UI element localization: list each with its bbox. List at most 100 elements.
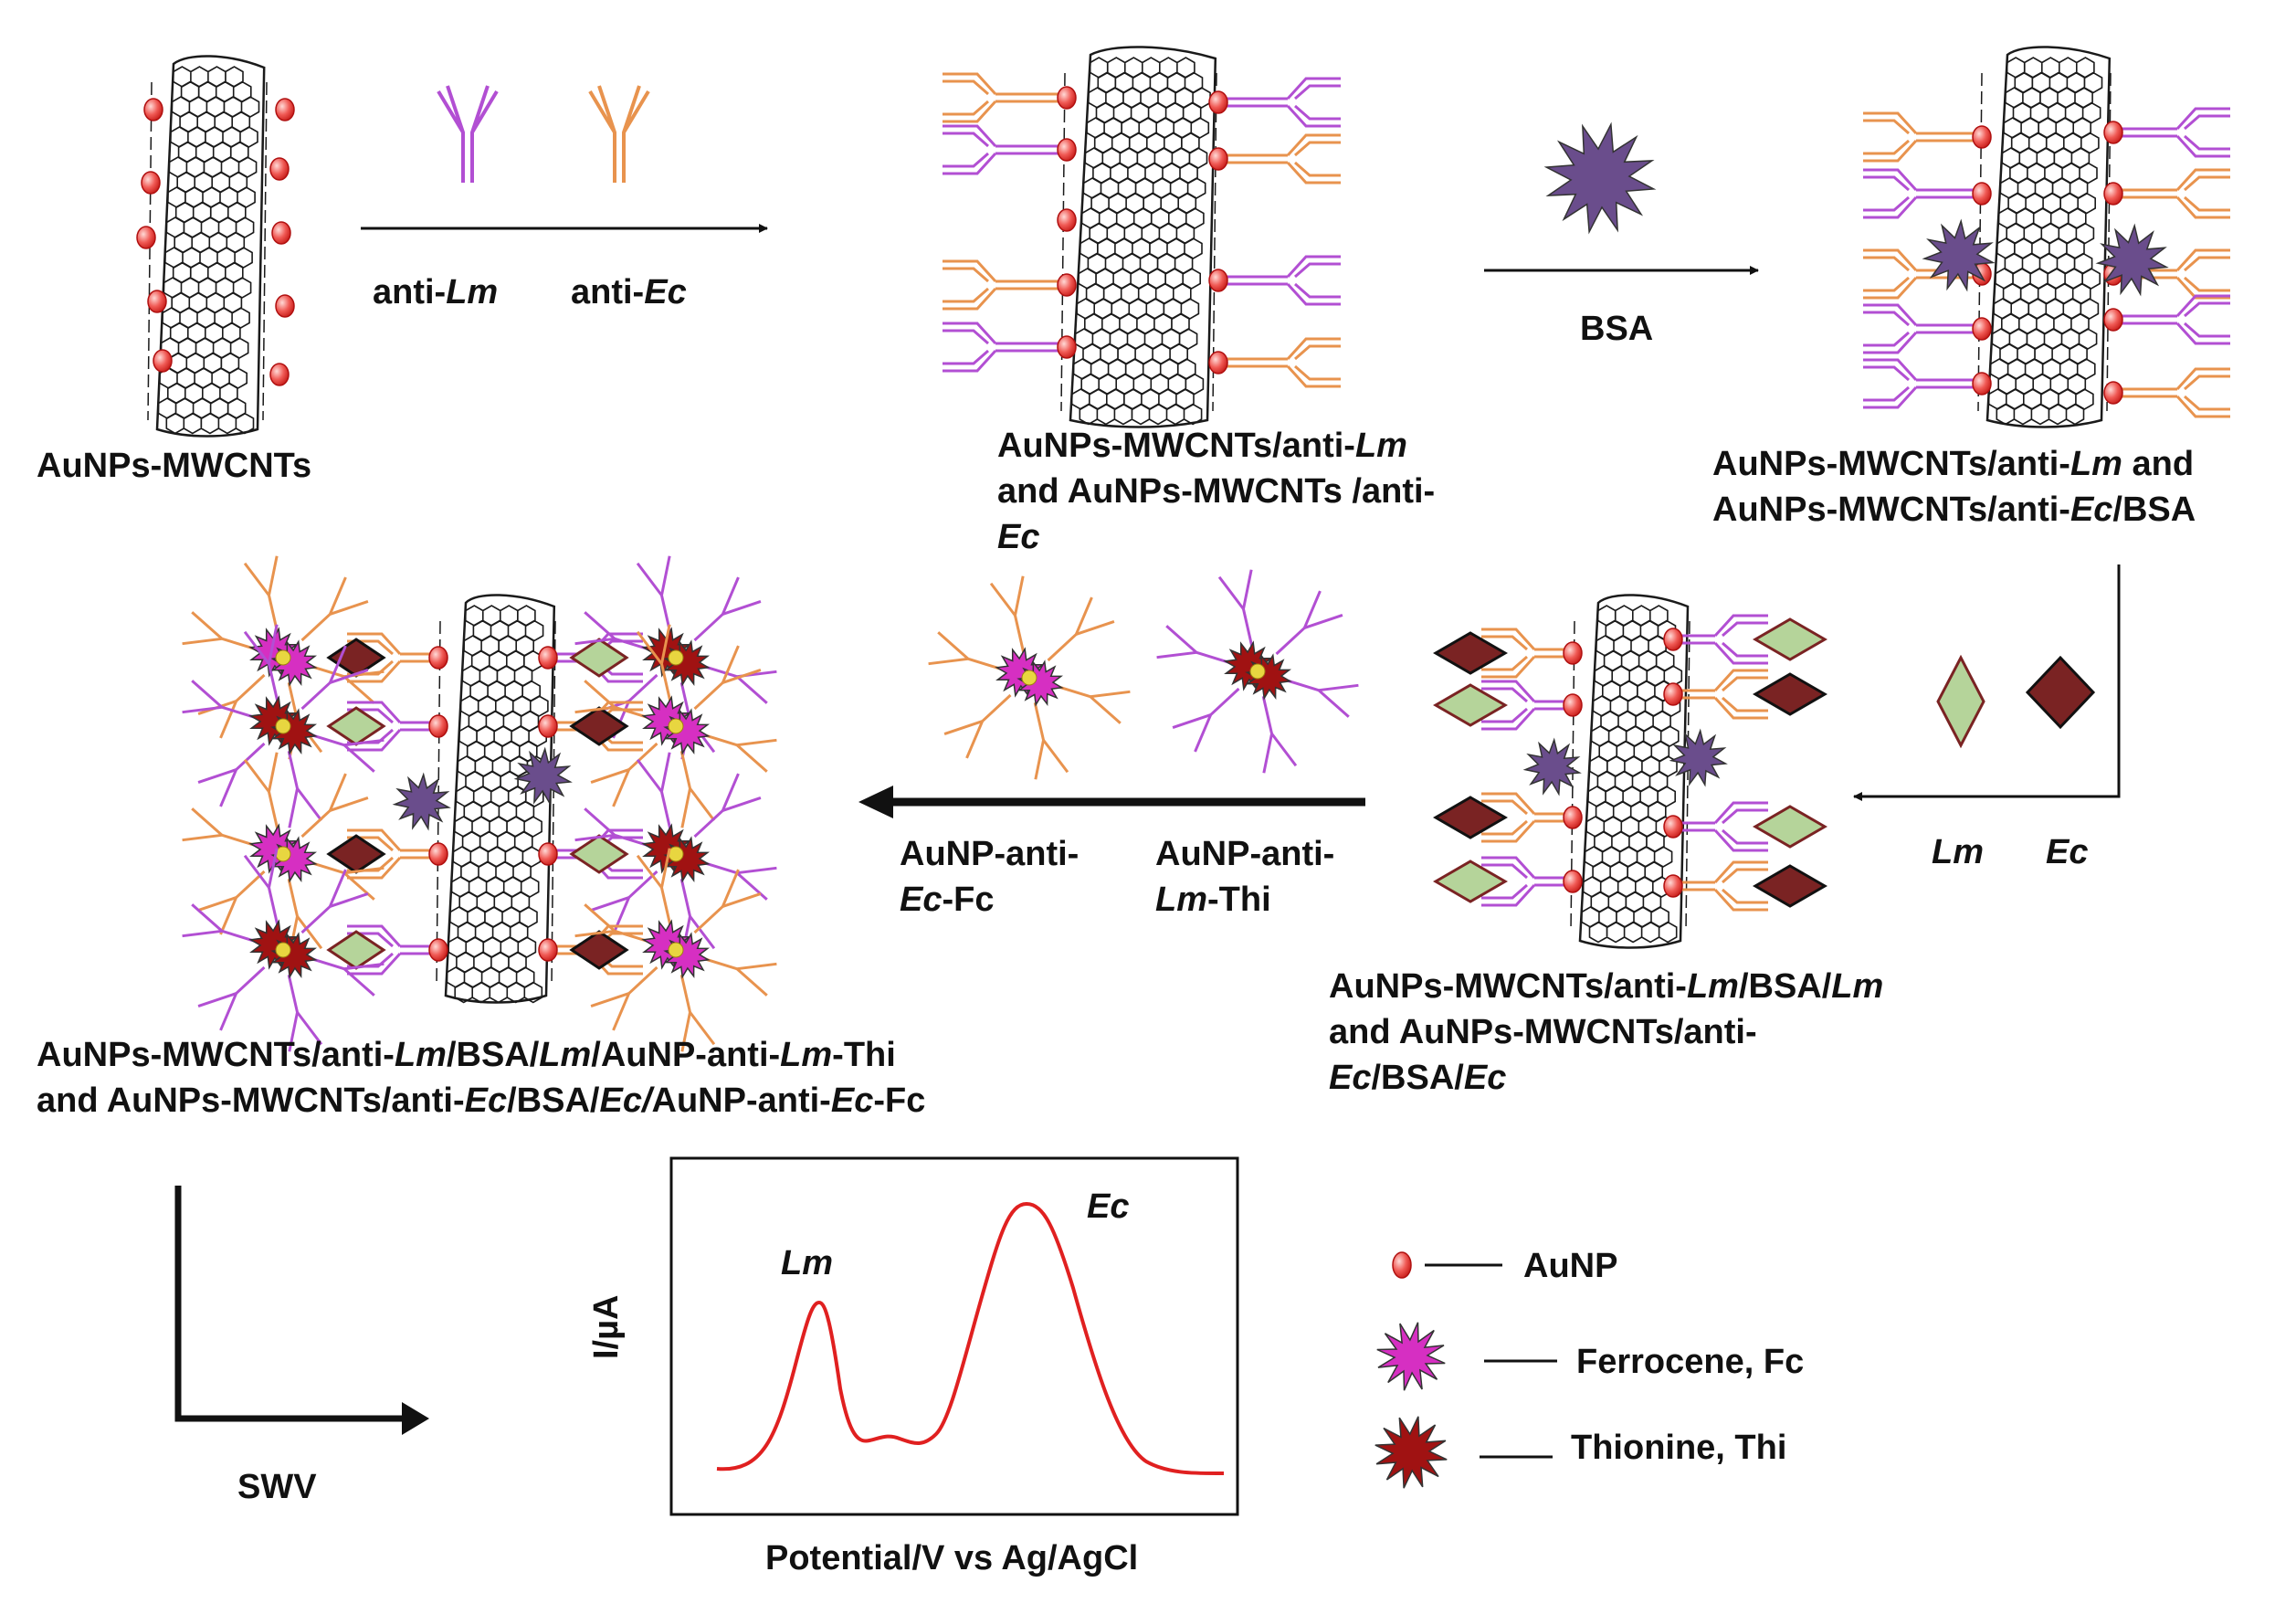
aunp	[1057, 208, 1077, 232]
legend-label-aunp: AuNP	[1523, 1247, 1617, 1285]
antigen	[326, 638, 386, 678]
antigen	[569, 930, 629, 970]
antigen	[1433, 683, 1508, 727]
aunp	[1057, 138, 1077, 162]
nanotube-wall-left	[1977, 72, 1983, 412]
antigen	[326, 834, 386, 874]
antibody-arms	[1713, 614, 1768, 665]
aunp	[269, 157, 290, 181]
aunps-mwcnts-bare	[136, 55, 295, 438]
antibody-arms	[1863, 168, 1918, 219]
antibody-stem	[2117, 188, 2177, 199]
probe-antibody-arms	[636, 624, 671, 665]
anti-lm-antibody-icon	[437, 85, 499, 183]
swv-curve	[716, 1201, 1225, 1476]
antibody-arms	[1863, 358, 1918, 409]
antibody-arms	[347, 828, 402, 880]
antibody-stem	[1679, 689, 1715, 700]
aunp-anti-lm-thi-probe	[1156, 569, 1359, 774]
probe-antibody-stem	[300, 613, 332, 642]
probe-antibody-arms	[182, 807, 224, 842]
antibody-arms	[1286, 255, 1341, 306]
nanotube-lattice	[1581, 605, 1683, 944]
antibody-arms	[1713, 669, 1768, 720]
probe-antibody-stem	[300, 681, 332, 711]
probe-antibody-arms	[721, 645, 762, 684]
aunp	[1563, 870, 1583, 893]
antibody-arms	[2175, 248, 2230, 300]
probe-antibody-arms	[680, 1011, 716, 1052]
aunp	[428, 842, 448, 866]
aunp-anti-ec-fc-probe	[928, 575, 1131, 780]
probe-antibody-arms	[590, 896, 631, 935]
aunp	[1563, 693, 1583, 717]
probe-antibody-arms	[636, 752, 671, 793]
label-bsa: BSA	[1580, 310, 1653, 348]
aunp	[428, 646, 448, 670]
probe-antibody-stem	[627, 742, 658, 771]
probe-antibody-stem	[1014, 615, 1026, 654]
probe-antibody-arms	[182, 903, 224, 938]
aunp	[1972, 182, 1992, 206]
probe-antibody-arms	[721, 576, 762, 616]
label-final-line2: and AuNPs-MWCNTs/anti-Ec/BSA/Ec/AuNP-ant…	[37, 1081, 925, 1120]
probe-antibody-arms	[1074, 596, 1115, 636]
probe-antibody-stem	[300, 809, 332, 839]
antibody-stem	[2117, 387, 2177, 398]
antibody-arms	[1286, 337, 1341, 388]
antigen	[569, 638, 629, 678]
probe-antibody-stem	[235, 673, 266, 702]
probe-antibody-arms	[243, 624, 279, 665]
label-anti-ec: anti-Ec	[571, 273, 687, 311]
nanotube-wall-right	[262, 81, 268, 421]
swv-plot-frame	[669, 1156, 1239, 1516]
aunp	[1057, 335, 1077, 359]
antibody-arms	[1286, 133, 1341, 185]
antibody-arms	[2175, 168, 2230, 219]
aunp	[1208, 90, 1228, 114]
plot-ylabel: I/µA	[587, 1295, 626, 1359]
probe-antibody-arms	[342, 962, 384, 997]
antibody-arms	[2175, 294, 2230, 345]
probe-antibody-arms	[342, 866, 384, 901]
antibody-arms	[1863, 248, 1918, 300]
bsa-blocker	[1522, 737, 1582, 796]
probe-aunp	[668, 649, 684, 666]
probe-antibody-arms	[989, 575, 1025, 617]
probe-antibody-stem	[693, 613, 724, 642]
label-final-line1: AuNPs-MWCNTs/anti-Lm/BSA/Lm/AuNP-anti-Lm…	[37, 1036, 896, 1074]
antigen	[569, 834, 629, 874]
aunp	[428, 938, 448, 962]
probe-antibody-arms	[1172, 713, 1213, 753]
probe-antibody-arms	[943, 720, 985, 759]
probe-antibody-arms	[328, 773, 369, 812]
probe-antibody-arms	[288, 1011, 323, 1052]
probe-antibody-arms	[574, 807, 616, 842]
legend: AuNP Ferrocene, Fc Thionine, Thi	[1374, 1247, 1804, 1489]
label-antigen-lm: Lm	[1932, 833, 1984, 871]
probe-aunp	[275, 942, 291, 958]
aunp	[143, 98, 163, 121]
aunps-mwcnts-anti-lm-anti-ec	[943, 46, 1341, 428]
antibody-arms	[943, 72, 997, 123]
probe-antibody-stem	[235, 742, 266, 771]
aunp	[2103, 381, 2123, 405]
aunp	[136, 226, 156, 249]
probe-antibody-arms	[636, 555, 671, 596]
antibody-arms	[1286, 77, 1341, 128]
antibody-arms	[1863, 303, 1918, 354]
antibody-stem	[1916, 132, 1976, 142]
probe-antibody-stem	[287, 878, 299, 917]
probe-aunp	[668, 718, 684, 734]
probe-antibody-arms	[288, 787, 323, 828]
antigen	[569, 706, 629, 746]
probe-antibody-arms	[342, 738, 384, 773]
antibody-arms	[1863, 111, 1918, 163]
sandwich-immunocomplex	[182, 555, 777, 1052]
antibody-arms	[2175, 107, 2230, 158]
probe-antibody-stem	[627, 673, 658, 702]
probe-antibody-stem	[287, 750, 299, 789]
aunp	[2103, 182, 2123, 206]
probe-antibody-arms	[928, 631, 970, 666]
swv-arrow-head	[402, 1402, 429, 1435]
